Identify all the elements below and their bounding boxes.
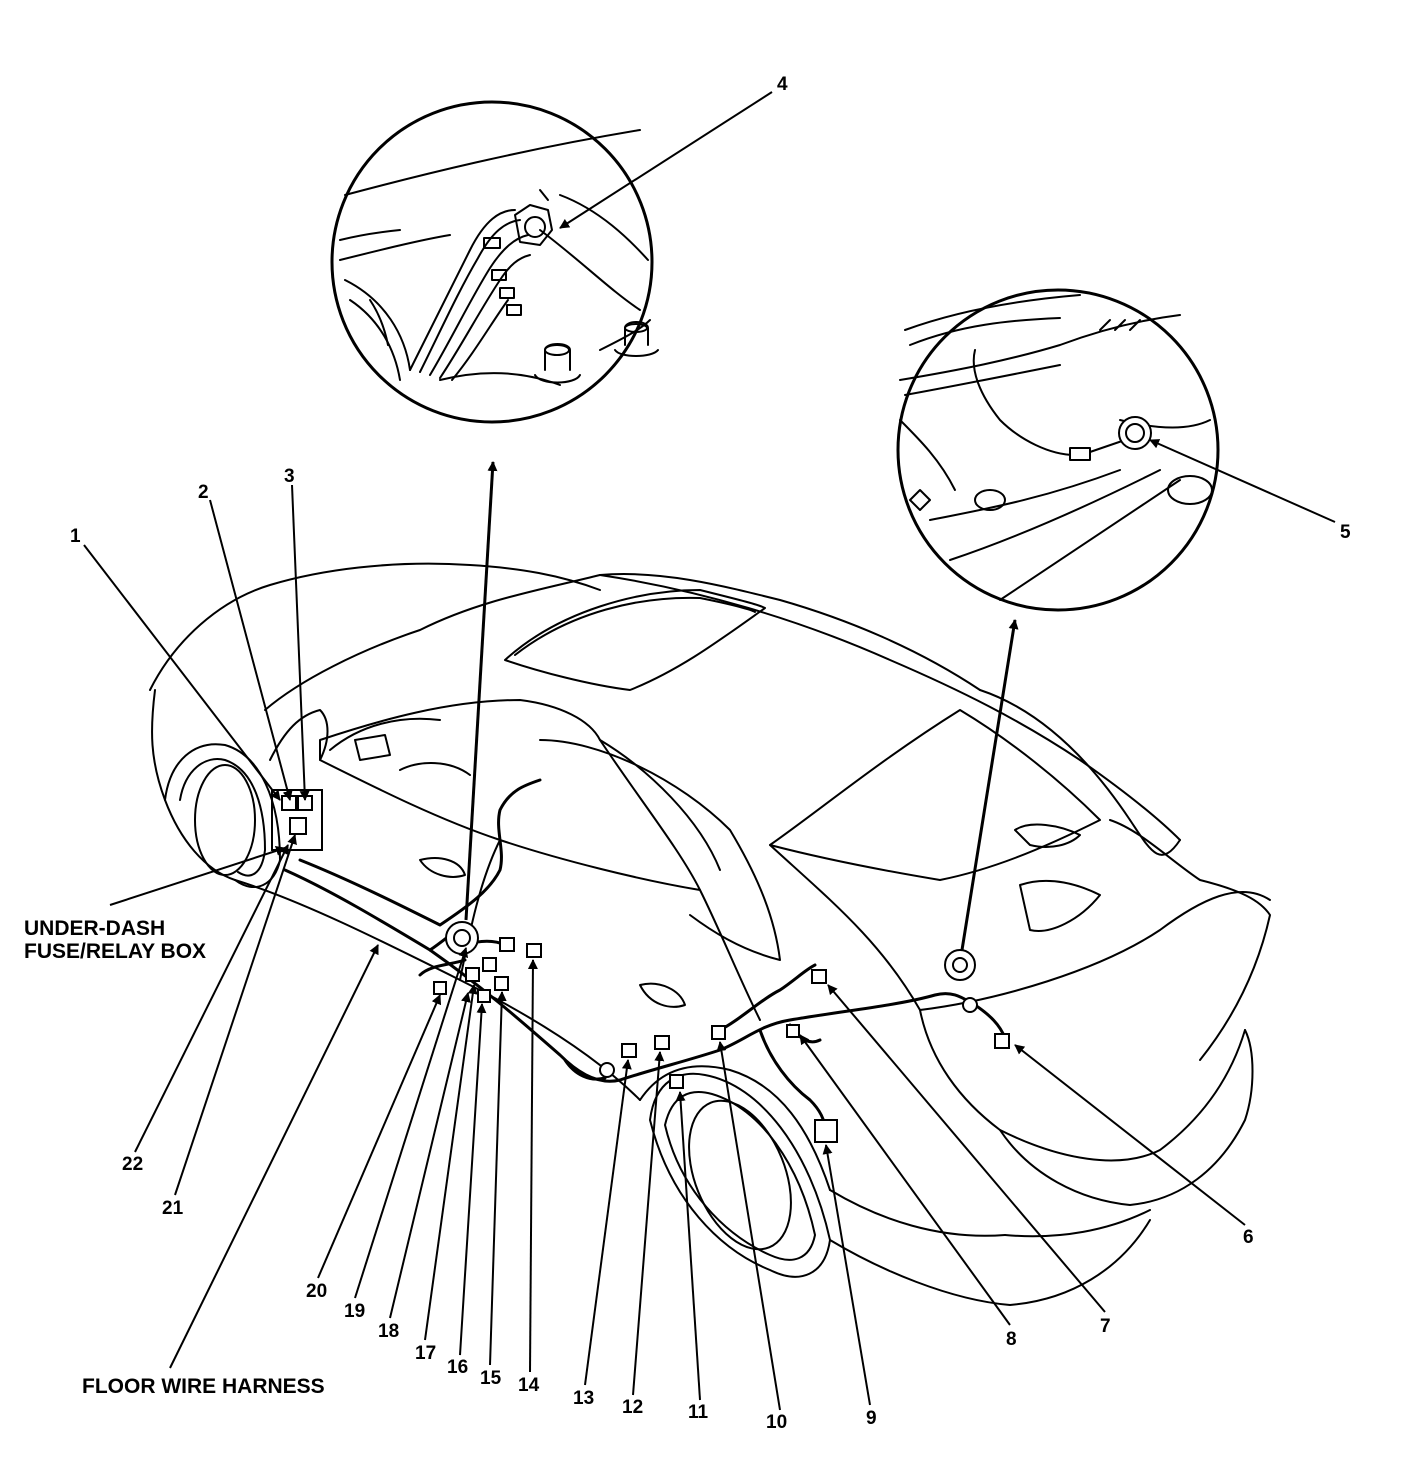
callout-numbers: 1 2 3 4 5 6 7 8 9 10 11 12 13 14 15 16 1… (70, 74, 1351, 1433)
callout-16: 16 (447, 1357, 468, 1378)
callout-11: 11 (688, 1402, 709, 1423)
callout-9: 9 (866, 1408, 877, 1429)
car-body-outline (149, 562, 1271, 1306)
callout-6: 6 (1243, 1227, 1254, 1248)
floor-wire-harness (283, 778, 1007, 1132)
callout-22: 22 (122, 1154, 143, 1175)
caption-fuse-box-line1: UNDER-DASH (24, 917, 165, 940)
rear-wheel (649, 1072, 831, 1278)
callout-leader-lines (83, 91, 1336, 1411)
callout-20: 20 (306, 1281, 327, 1302)
callout-10: 10 (766, 1412, 787, 1433)
callout-14: 14 (518, 1375, 540, 1396)
callout-18: 18 (378, 1321, 399, 1342)
callout-19: 19 (344, 1301, 365, 1322)
detail-arrows (464, 461, 1019, 951)
callout-21: 21 (162, 1198, 184, 1219)
callout-2: 2 (198, 482, 209, 503)
callout-1: 1 (70, 526, 81, 547)
front-wheel (164, 743, 281, 889)
detail-circle-ground-5 (896, 288, 1220, 612)
caption-fuse-box-line2: FUSE/RELAY BOX (24, 940, 206, 963)
callout-8: 8 (1006, 1329, 1017, 1350)
callout-4: 4 (777, 74, 788, 95)
callout-12: 12 (622, 1397, 643, 1418)
callout-17: 17 (415, 1343, 436, 1364)
detail-circle-ground-4 (330, 100, 659, 424)
callout-15: 15 (480, 1368, 502, 1389)
callout-5: 5 (1340, 522, 1351, 543)
callout-13: 13 (573, 1388, 594, 1409)
caption-floor-wire-harness: FLOOR WIRE HARNESS (82, 1375, 325, 1398)
callout-3: 3 (284, 466, 295, 487)
harness-connectors (271, 789, 1010, 1143)
callout-7: 7 (1100, 1316, 1111, 1337)
